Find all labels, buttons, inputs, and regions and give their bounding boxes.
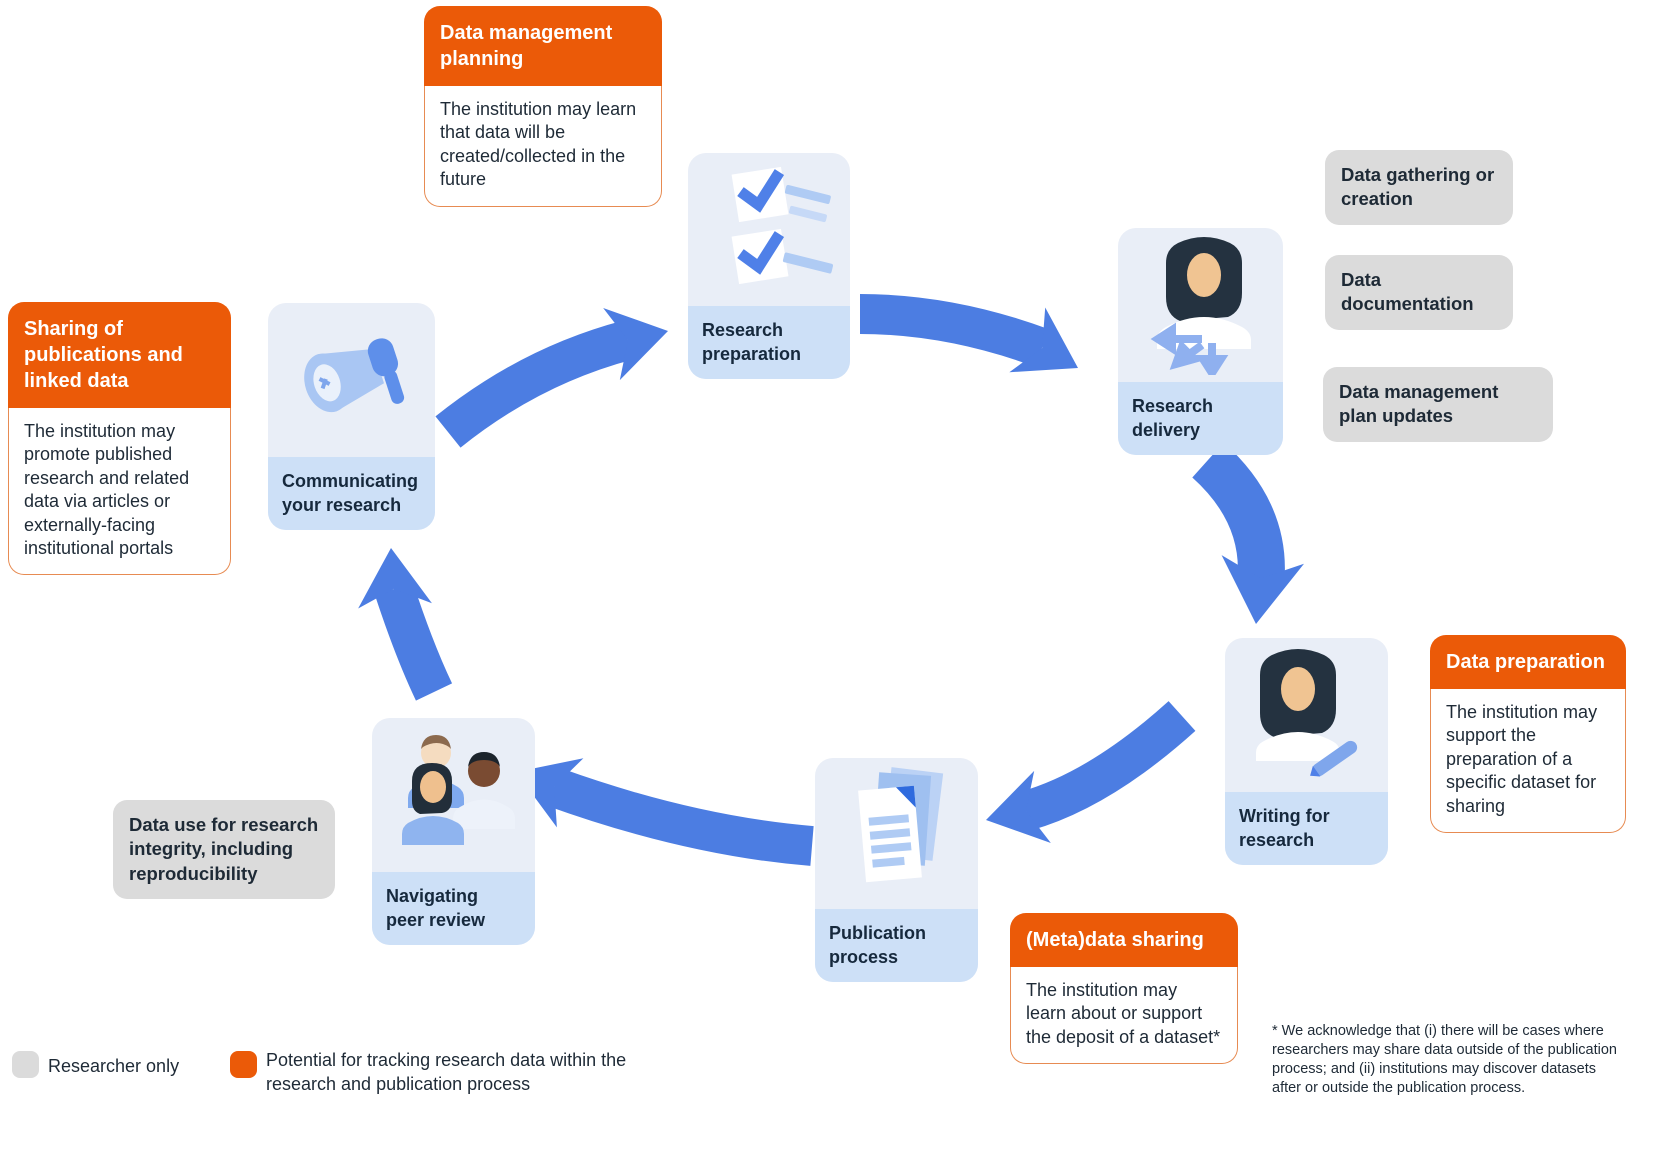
arrow-delivery-to-writing [1191, 442, 1305, 624]
researcher-box-dmp-updates: Data management plan updates [1323, 367, 1553, 442]
megaphone-icon [268, 303, 435, 457]
callout-title: Data preparation [1430, 635, 1626, 689]
stage-label: Communicating your research [268, 457, 435, 530]
legend-swatch-tracking [230, 1051, 257, 1078]
researcher-box-data-use-integrity: Data use for research integrity, includi… [113, 800, 335, 900]
stage-label: Publication process [815, 909, 978, 982]
stage-label: Research delivery [1118, 382, 1283, 455]
arrow-writing-to-publication [986, 701, 1196, 844]
stage-label: Research preparation [688, 306, 850, 379]
callout-title: Sharing of publications and linked data [8, 302, 231, 408]
callout-body: The institution may support the preparat… [1430, 689, 1626, 833]
legend-label-researcher-only: Researcher only [48, 1056, 180, 1076]
researcher-box-data-documentation: Data documentation [1325, 255, 1513, 330]
researcher-box-data-gathering: Data gathering or creation [1325, 150, 1513, 225]
documents-icon [815, 758, 978, 909]
stage-card-communicating-your-research: Communicating your research [268, 303, 435, 530]
stage-card-publication-process: Publication process [815, 758, 978, 982]
callout-sharing-of-publications: Sharing of publications and linked data … [8, 302, 231, 576]
stage-label: Navigating peer review [372, 872, 535, 945]
person-pen-icon [1225, 638, 1388, 792]
callout-data-preparation: Data preparation The institution may sup… [1430, 635, 1626, 833]
callout-body: The institution may promote published re… [8, 408, 231, 576]
arrow-preparation-to-delivery [859, 294, 1078, 373]
callout-title: (Meta)data sharing [1010, 913, 1238, 967]
stage-card-writing-for-research: Writing for research [1225, 638, 1388, 865]
callout-data-management-planning: Data management planning The institution… [424, 6, 662, 207]
callout-body: The institution may learn that data will… [424, 86, 662, 207]
people-icon [372, 718, 535, 872]
arrow-peer-review-to-communicating [358, 548, 453, 701]
legend-label-tracking: Potential for tracking research data wit… [266, 1050, 627, 1095]
stage-card-research-preparation: Research preparation [688, 153, 850, 379]
checklist-icon [688, 153, 850, 306]
callout-metadata-sharing: (Meta)data sharing The institution may l… [1010, 913, 1238, 1065]
stage-card-research-delivery: Research delivery [1118, 228, 1283, 455]
callout-body: The institution may learn about or suppo… [1010, 967, 1238, 1065]
stage-label: Writing for research [1225, 792, 1388, 865]
person-arrows-icon [1118, 228, 1283, 382]
footnote: * We acknowledge that (i) there will be … [1272, 1023, 1617, 1097]
stage-card-navigating-peer-review: Navigating peer review [372, 718, 535, 945]
callout-title: Data management planning [424, 6, 662, 86]
legend-swatch-researcher-only [12, 1051, 39, 1078]
arrow-communicating-to-preparation [435, 307, 668, 448]
arrow-publication-to-peer-review [516, 758, 814, 866]
